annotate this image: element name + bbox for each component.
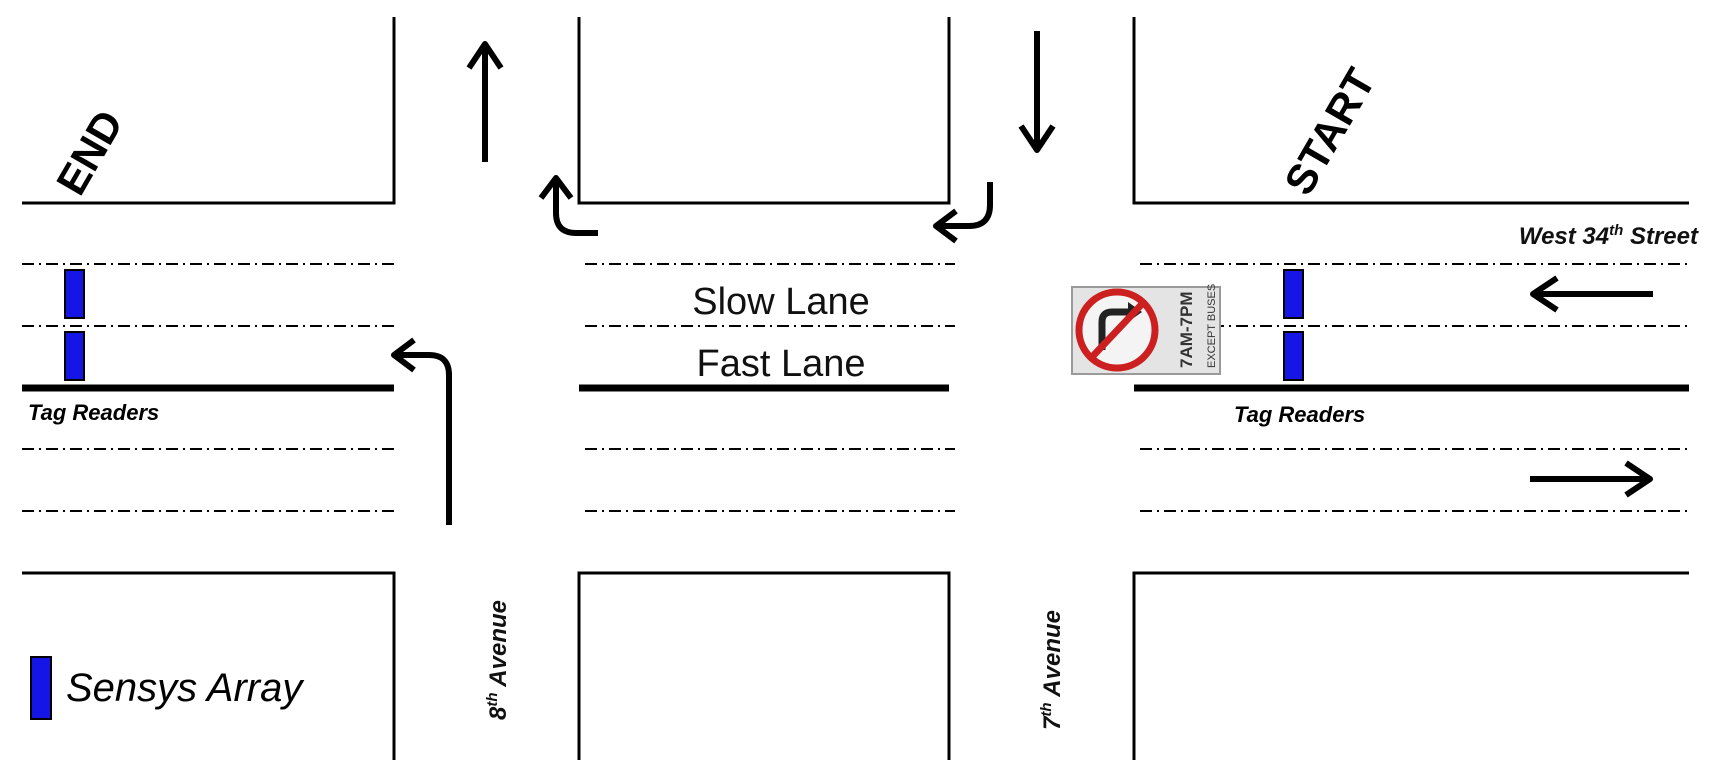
upper-blocks — [22, 17, 1689, 205]
slow-lane-label: Slow Lane — [692, 281, 869, 323]
turn-arrow-up-left-icon — [391, 337, 452, 525]
end-label: END — [47, 102, 132, 202]
street-name-8th-avenue: 8th Avenue — [484, 600, 512, 720]
arrow-right-icon — [1530, 460, 1653, 498]
fast-lane-label: Fast Lane — [697, 343, 866, 385]
block-bottom-left — [22, 571, 396, 760]
sensor-end-fast — [64, 331, 85, 381]
lane-markings — [22, 263, 1689, 512]
sign-except-text: EXCEPT BUSES — [1206, 284, 1218, 368]
block-top-left — [22, 17, 396, 205]
lower-blocks — [22, 571, 1689, 760]
turn-arrow-down-left-icon — [933, 182, 993, 244]
block-bottom-right — [1132, 571, 1689, 760]
direction-arrows — [391, 31, 1653, 525]
arrow-down-icon — [1018, 31, 1056, 153]
street-name-west-34th: West 34th Street — [1519, 222, 1699, 250]
block-bottom-middle — [577, 571, 951, 760]
sensor-start-fast — [1283, 331, 1304, 381]
legend-label: Sensys Array — [66, 666, 305, 710]
sensor-start-slow — [1283, 269, 1304, 319]
sensor-array-end — [64, 269, 85, 381]
block-top-middle — [577, 17, 951, 205]
sign-time-text: 7AM-7PM — [1177, 291, 1196, 368]
arrow-up-icon — [466, 41, 504, 162]
no-left-turn-icon — [1075, 288, 1159, 372]
arrow-left-icon — [1530, 275, 1653, 313]
block-top-right — [1132, 17, 1689, 205]
tag-readers-label-left: Tag Readers — [28, 400, 159, 425]
no-left-turn-sign: 7AM-7PM EXCEPT BUSES — [1071, 284, 1221, 375]
legend: Sensys Array — [30, 656, 305, 720]
start-label: START — [1275, 60, 1384, 202]
legend-sensor-swatch — [30, 656, 52, 720]
turn-arrow-left-up-icon — [538, 175, 598, 236]
street-name-7th-avenue: 7th Avenue — [1038, 610, 1066, 730]
sensor-end-slow — [64, 269, 85, 319]
tag-readers-label-right: Tag Readers — [1234, 402, 1365, 427]
sensor-array-start — [1283, 269, 1304, 381]
